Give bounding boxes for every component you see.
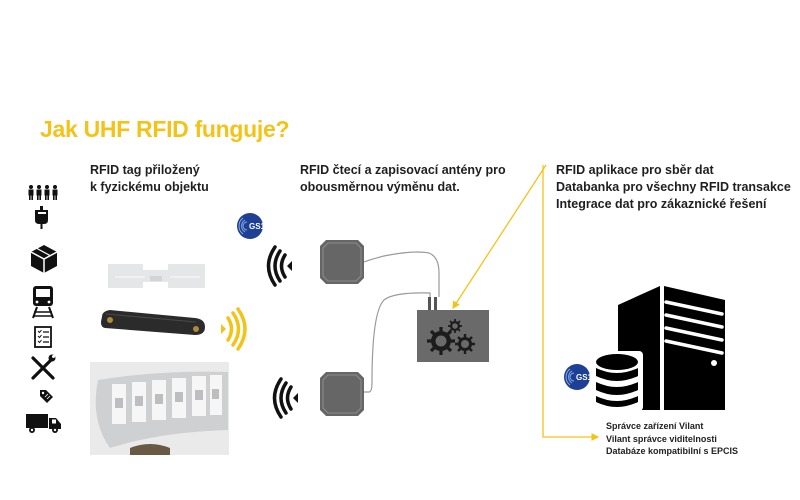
- tools-icon: [31, 354, 56, 380]
- connector-arrow: [452, 164, 547, 310]
- truck-icon: [26, 414, 61, 433]
- blood-bag-icon: [35, 206, 48, 229]
- antenna-caption: RFID čtecí a zapisovací antény pro obous…: [300, 162, 506, 196]
- gs1-logo: GS1: [564, 364, 593, 390]
- antenna-signal-icon: [272, 377, 298, 419]
- server-feature: Vilant správce viditelnosti: [606, 433, 717, 444]
- server-feature: Databáze kompatibilní s EPCIS: [606, 446, 739, 456]
- price-tag-icon: [40, 390, 53, 403]
- tag-caption-line: k fyzickému objektu: [90, 180, 209, 194]
- antenna-top: [320, 240, 364, 284]
- app-caption-line: RFID aplikace pro sběr dat: [556, 163, 714, 177]
- database-icon: [593, 351, 643, 411]
- antenna-cable: [364, 292, 431, 393]
- app-caption-line: Integrace dat pro zákaznické řešení: [556, 197, 767, 211]
- tag-caption-line: RFID tag přiložený: [90, 163, 200, 177]
- antenna-caption-line: obousměrnou výměnu dat.: [300, 180, 460, 194]
- tag-signal-icon: [221, 307, 247, 351]
- reader-controller: [417, 297, 489, 362]
- gears-icon: [427, 319, 475, 355]
- train-icon: [32, 286, 54, 319]
- hard-tag: [101, 310, 205, 335]
- tag-roll-photo: [90, 362, 229, 455]
- connector-arrow: [542, 165, 600, 441]
- antenna-signal-icon: [266, 245, 292, 287]
- server-feature: Správce zařízení Vilant: [606, 421, 704, 431]
- antenna-cable: [363, 251, 440, 297]
- gs1-logo: GS1: [237, 213, 266, 239]
- antenna-caption-line: RFID čtecí a zapisovací antény pro: [300, 163, 506, 177]
- server-features: Správce zařízení Vilant Vilant správce v…: [606, 420, 738, 458]
- gs1-logo-text: GS1: [576, 373, 593, 382]
- checklist-icon: [34, 326, 52, 348]
- package-icon: [30, 245, 58, 273]
- antenna-bottom: [320, 372, 364, 416]
- people-icon: [28, 185, 58, 200]
- paper-tag-inlay: [108, 264, 205, 288]
- gs1-logo-text: GS1: [249, 222, 266, 231]
- tag-caption: RFID tag přiložený k fyzickému objektu: [90, 162, 209, 196]
- app-caption-line: Databanka pro všechny RFID transakce: [556, 180, 791, 194]
- page-title: Jak UHF RFID funguje?: [40, 116, 290, 142]
- app-caption: RFID aplikace pro sběr dat Databanka pro…: [556, 162, 791, 213]
